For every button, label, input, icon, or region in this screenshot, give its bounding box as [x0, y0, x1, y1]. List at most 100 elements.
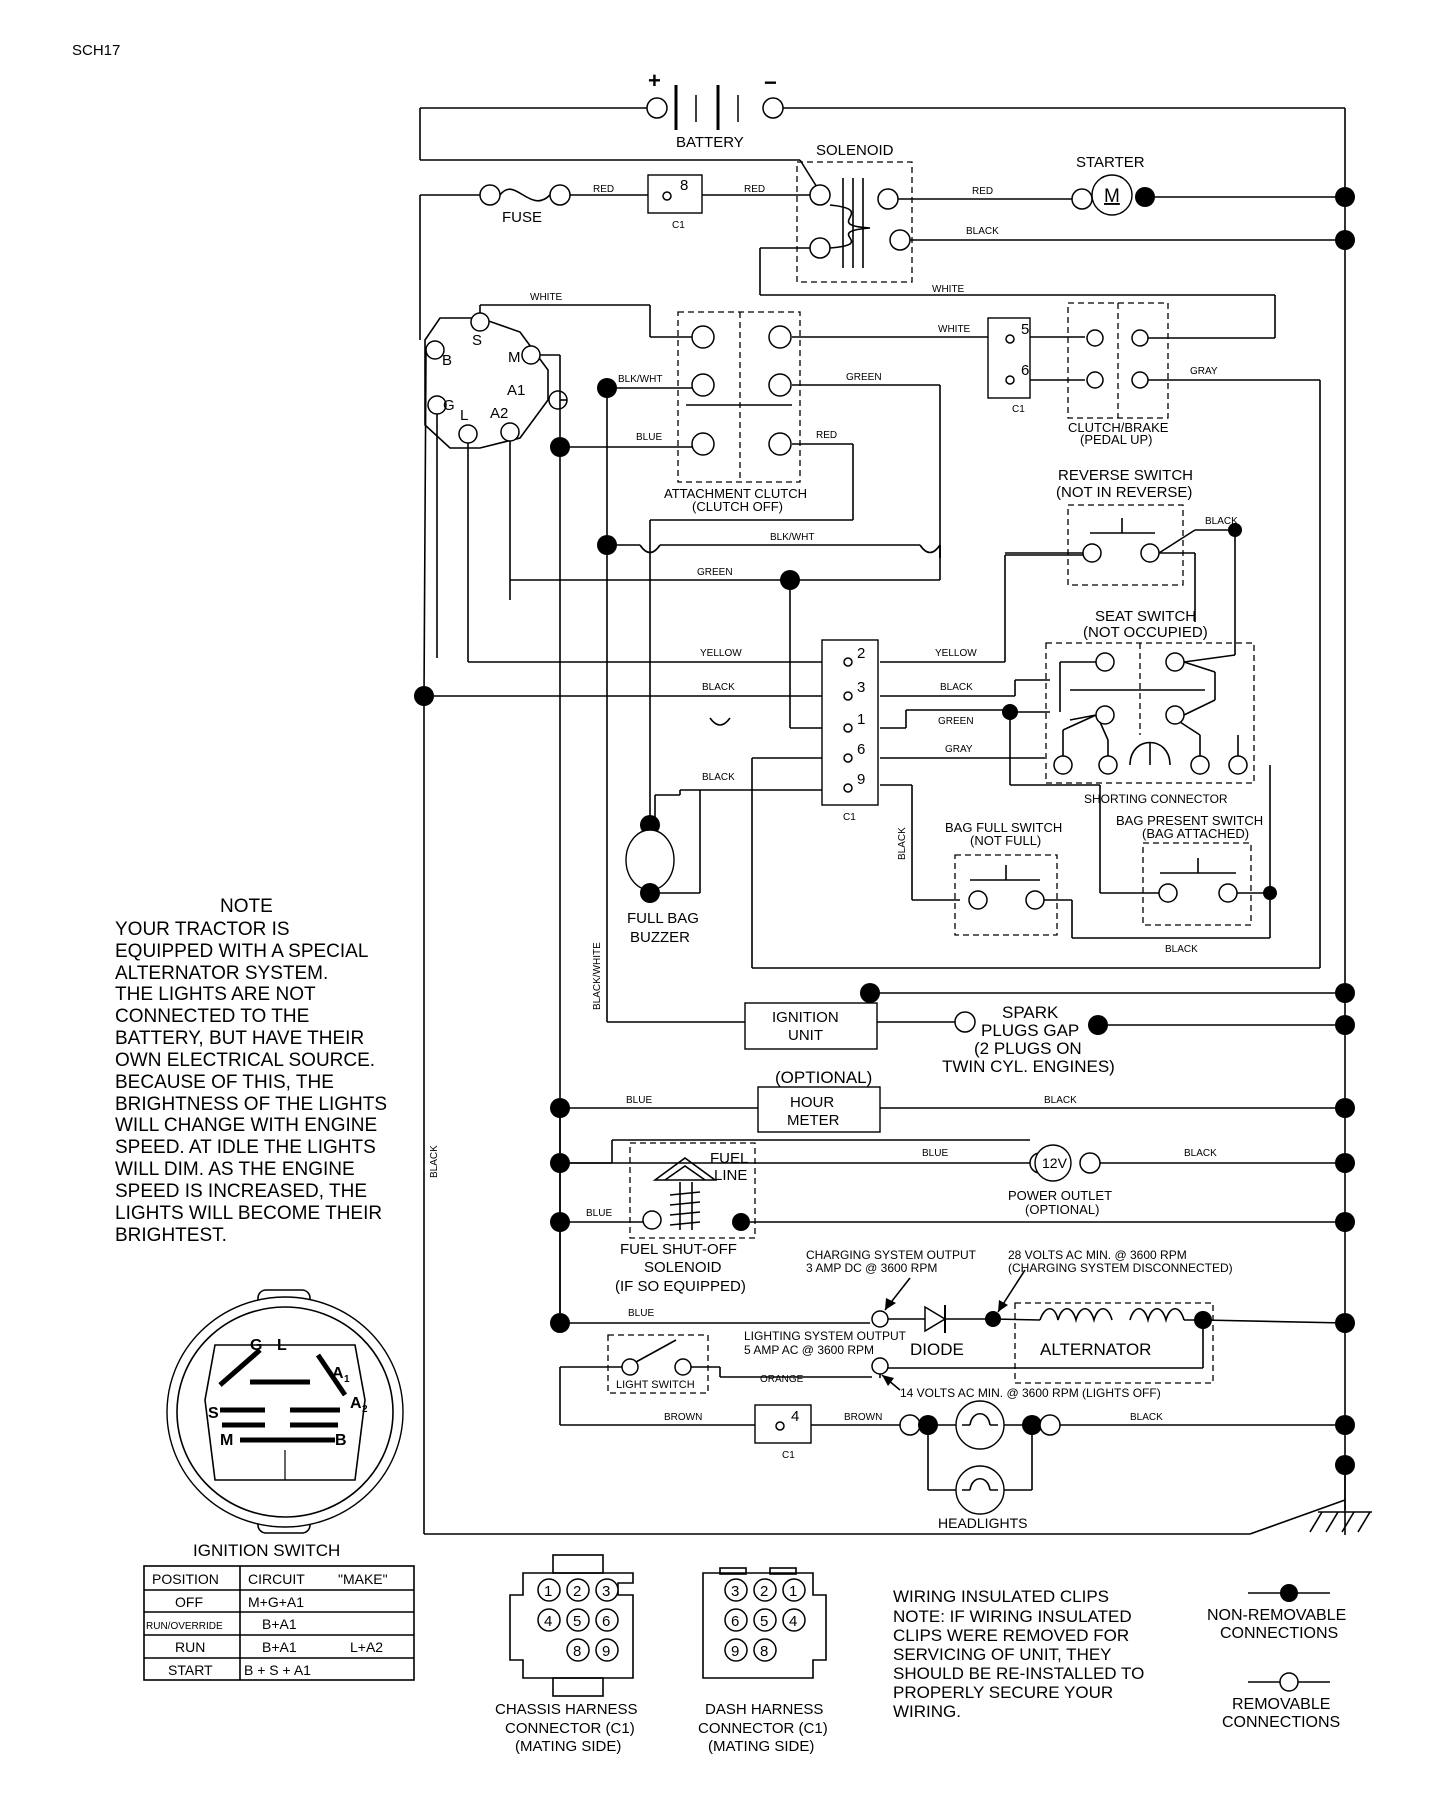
svg-text:M+G+A1: M+G+A1 — [248, 1594, 304, 1610]
svg-text:BLUE: BLUE — [636, 432, 662, 443]
svg-text:LIGHTING SYSTEM OUTPUT: LIGHTING SYSTEM OUTPUT — [744, 1329, 907, 1343]
light-switch: LIGHT SWITCH BROWN — [559, 1334, 755, 1426]
svg-text:BLUE: BLUE — [628, 1308, 654, 1319]
svg-text:WHITE: WHITE — [530, 292, 563, 303]
svg-text:DIODE: DIODE — [910, 1340, 964, 1359]
svg-text:SPEED IS INCREASED, THE: SPEED IS INCREASED, THE — [115, 1181, 367, 1202]
svg-text:FUEL SHUT-OFF: FUEL SHUT-OFF — [620, 1241, 737, 1258]
svg-text:SERVICING OF UNIT, THEY: SERVICING OF UNIT, THEY — [893, 1645, 1112, 1664]
svg-text:STARTER: STARTER — [1076, 154, 1145, 171]
svg-text:BLACK: BLACK — [702, 682, 735, 693]
svg-text:BLACK: BLACK — [1044, 1095, 1077, 1106]
svg-text:BLACK: BLACK — [897, 827, 908, 860]
svg-text:14 VOLTS AC MIN. @ 3600 RPM (L: 14 VOLTS AC MIN. @ 3600 RPM (LIGHTS OFF) — [900, 1386, 1161, 1400]
battery-label: BATTERY — [676, 134, 744, 151]
svg-text:3: 3 — [602, 1583, 610, 1600]
c1-pin-4: 4 C1 BROWN — [754, 1404, 900, 1461]
svg-text:GREEN: GREEN — [846, 372, 882, 383]
svg-text:BROWN: BROWN — [664, 1412, 702, 1423]
svg-text:NOTE: NOTE — [220, 896, 273, 917]
svg-text:CIRCUIT: CIRCUIT — [248, 1571, 305, 1587]
svg-text:6: 6 — [602, 1613, 610, 1630]
svg-text:(CHARGING SYSTEM DISCONNECTED): (CHARGING SYSTEM DISCONNECTED) — [1008, 1261, 1233, 1275]
svg-text:5: 5 — [1021, 321, 1029, 338]
ground-symbol — [1309, 1475, 1372, 1533]
svg-text:G: G — [250, 1337, 262, 1354]
svg-text:WHITE: WHITE — [938, 324, 971, 335]
svg-text:A: A — [332, 1365, 344, 1382]
svg-text:YELLOW: YELLOW — [700, 648, 742, 659]
attachment-clutch: ATTACHMENT CLUTCH (CLUTCH OFF) WHITE BLK… — [550, 311, 1005, 825]
svg-text:NOTE: IF WIRING INSULATED: NOTE: IF WIRING INSULATED — [893, 1607, 1132, 1626]
svg-text:5: 5 — [760, 1613, 768, 1630]
svg-text:(NOT OCCUPIED): (NOT OCCUPIED) — [1083, 624, 1208, 641]
svg-text:REVERSE SWITCH: REVERSE SWITCH — [1058, 467, 1193, 484]
svg-text:BLACK: BLACK — [966, 226, 999, 237]
ignition-switch-table: POSITION CIRCUIT "MAKE" OFF M+G+A1 RUN/O… — [143, 1565, 415, 1681]
full-bag-buzzer: FULL BAG BUZZER — [625, 717, 731, 946]
svg-text:LINE: LINE — [714, 1167, 747, 1184]
svg-text:BLUE: BLUE — [586, 1208, 612, 1219]
svg-text:BUZZER: BUZZER — [630, 929, 690, 946]
svg-text:BATTERY, BUT HAVE THEIR: BATTERY, BUT HAVE THEIR — [115, 1028, 364, 1049]
svg-text:L+A2: L+A2 — [350, 1639, 383, 1655]
svg-text:"MAKE": "MAKE" — [338, 1571, 388, 1587]
svg-text:G: G — [443, 397, 455, 414]
reverse-switch: REVERSE SWITCH (NOT IN REVERSE) BLACK — [1005, 467, 1242, 655]
dash-harness-connector: 3 2 1 6 5 4 9 8 DASH HARNESS CONNECTOR (… — [698, 1567, 828, 1755]
svg-text:ORANGE: ORANGE — [760, 1374, 804, 1385]
charging-system: BLUE CHARGING SYSTEM OUTPUT 3 AMP DC @ 3… — [550, 1248, 1346, 1400]
svg-text:IGNITION SWITCH: IGNITION SWITCH — [193, 1541, 340, 1560]
svg-text:WILL CHANGE WITH ENGINE: WILL CHANGE WITH ENGINE — [115, 1115, 377, 1136]
svg-text:GREEN: GREEN — [938, 716, 974, 727]
ignition-unit: IGNITION UNIT SPARK PLUGS GAP (2 PLUGS O… — [607, 983, 1345, 1076]
svg-text:C1: C1 — [782, 1450, 795, 1461]
svg-text:BROWN: BROWN — [844, 1412, 882, 1423]
svg-text:RED: RED — [816, 430, 837, 441]
svg-text:RED: RED — [972, 186, 993, 197]
svg-text:BLACK: BLACK — [702, 772, 735, 783]
svg-text:M: M — [508, 349, 521, 366]
svg-text:OWN ELECTRICAL SOURCE.: OWN ELECTRICAL SOURCE. — [115, 1050, 375, 1071]
svg-text:TWIN CYL. ENGINES): TWIN CYL. ENGINES) — [942, 1057, 1115, 1076]
svg-text:3: 3 — [731, 1583, 739, 1600]
svg-text:A2: A2 — [490, 405, 508, 422]
svg-text:B+A1: B+A1 — [262, 1616, 297, 1632]
svg-text:SHORTING CONNECTOR: SHORTING CONNECTOR — [1084, 792, 1228, 806]
svg-text:PROPERLY SECURE YOUR: PROPERLY SECURE YOUR — [893, 1683, 1113, 1702]
svg-text:BAG PRESENT SWITCH: BAG PRESENT SWITCH — [1116, 813, 1263, 828]
svg-text:4: 4 — [544, 1613, 552, 1630]
bag-present-switch: BAG PRESENT SWITCH (BAG ATTACHED) — [1009, 712, 1277, 938]
svg-text:L: L — [277, 1337, 287, 1354]
svg-text:M: M — [220, 1432, 233, 1449]
clutch-brake-switch: CLUTCH/BRAKE (PEDAL UP) GRAY — [751, 302, 1321, 969]
svg-text:CONNECTOR (C1): CONNECTOR (C1) — [505, 1720, 635, 1737]
svg-text:BRIGHTEST.: BRIGHTEST. — [115, 1225, 227, 1246]
svg-text:9: 9 — [731, 1643, 739, 1660]
svg-text:1: 1 — [857, 711, 865, 728]
svg-text:5: 5 — [573, 1613, 581, 1630]
svg-text:LIGHTS WILL BECOME THEIR: LIGHTS WILL BECOME THEIR — [115, 1203, 382, 1224]
svg-text:SOLENOID: SOLENOID — [644, 1259, 722, 1276]
svg-text:WIRING INSULATED CLIPS: WIRING INSULATED CLIPS — [893, 1587, 1109, 1606]
svg-text:BLUE: BLUE — [922, 1148, 948, 1159]
svg-text:THE LIGHTS ARE NOT: THE LIGHTS ARE NOT — [115, 984, 316, 1005]
c1-pin-5-6: 5 6 C1 — [987, 317, 1085, 415]
svg-text:(PEDAL UP): (PEDAL UP) — [1080, 432, 1152, 447]
svg-text:BLACK: BLACK — [429, 1145, 440, 1178]
headlights: BLACK HEADLIGHTS — [899, 1400, 1345, 1531]
svg-text:CLIPS WERE REMOVED FOR: CLIPS WERE REMOVED FOR — [893, 1626, 1129, 1645]
svg-text:1: 1 — [344, 1374, 350, 1385]
wire-red-1: RED — [593, 184, 614, 195]
svg-text:6: 6 — [731, 1613, 739, 1630]
svg-text:2: 2 — [857, 645, 865, 662]
seat-switch: SEAT SWITCH (NOT OCCUPIED) SHORTING CONN… — [1045, 608, 1255, 806]
svg-text:(OPTIONAL): (OPTIONAL) — [1025, 1202, 1099, 1217]
svg-text:CONNECTOR (C1): CONNECTOR (C1) — [698, 1720, 828, 1737]
svg-text:IGNITION: IGNITION — [772, 1009, 839, 1026]
svg-text:LIGHT SWITCH: LIGHT SWITCH — [616, 1379, 695, 1391]
svg-text:ATTACHMENT CLUTCH: ATTACHMENT CLUTCH — [664, 486, 807, 501]
wire-white-top: WHITE — [932, 284, 965, 295]
legend: NON-REMOVABLE CONNECTIONS REMOVABLE CONN… — [1207, 1584, 1346, 1731]
